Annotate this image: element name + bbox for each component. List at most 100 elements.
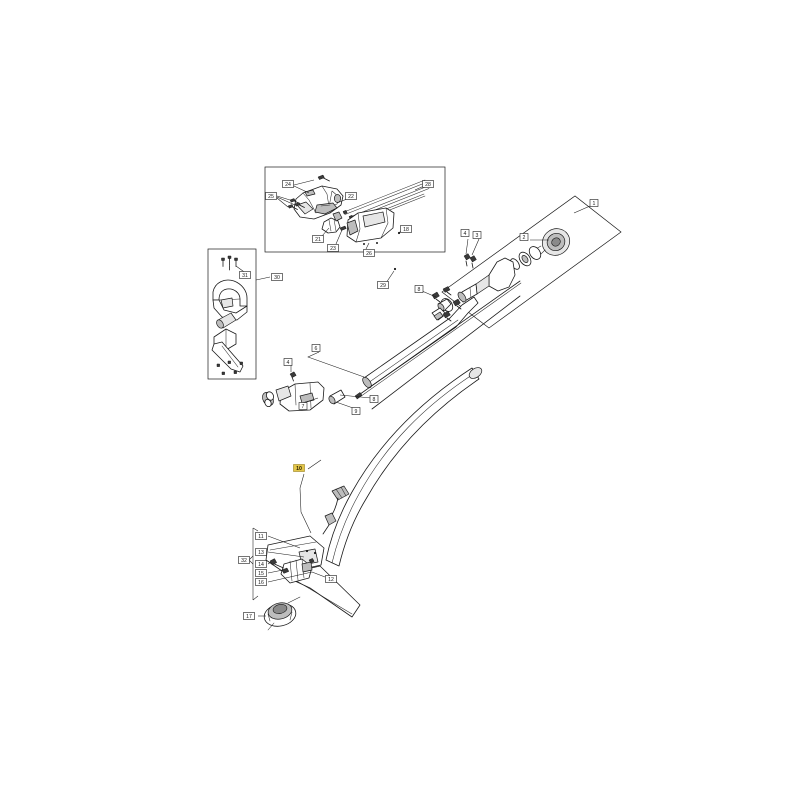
callout-18[interactable]: 18 [400, 225, 412, 233]
callout-box[interactable] [255, 560, 267, 568]
callout-box[interactable] [293, 464, 305, 472]
callout-number: 2 [523, 235, 526, 241]
trimmer-head [258, 596, 301, 631]
callout-box[interactable] [283, 358, 293, 366]
callout-box[interactable] [312, 235, 324, 243]
callout-number: 11 [258, 534, 263, 540]
callout-11[interactable]: 11 [255, 532, 267, 540]
callout-box[interactable] [345, 192, 357, 200]
callout-box[interactable] [422, 180, 434, 188]
callout-box[interactable] [255, 578, 267, 586]
callout-box[interactable] [239, 271, 251, 279]
callout-4[interactable]: 4 [460, 229, 470, 237]
callout-number: 6 [315, 346, 318, 352]
callout-23[interactable]: 23 [327, 244, 339, 252]
hardware-c [308, 558, 315, 564]
callout-number: 9 [355, 409, 358, 415]
handle-fastener-dots [216, 360, 243, 375]
callout-number: 32 [241, 558, 247, 564]
callout-box[interactable] [369, 395, 379, 403]
callout-number: 21 [315, 237, 321, 243]
bell-housing [457, 257, 516, 303]
callout-box[interactable] [400, 225, 412, 233]
upper-drive-shaft-assembly [262, 267, 522, 412]
callout-box[interactable] [325, 575, 337, 583]
callout-22[interactable]: 22 [345, 192, 357, 200]
callout-30[interactable]: 30 [271, 273, 283, 281]
callout-box[interactable] [460, 229, 470, 237]
curved-shaft-top-end [468, 367, 483, 379]
callout-16[interactable]: 16 [255, 578, 267, 586]
callout-7[interactable]: 7 [298, 402, 308, 410]
callout-3[interactable]: 3 [472, 231, 482, 239]
cable-ferrule [324, 512, 337, 526]
callout-number: 30 [274, 275, 280, 281]
callout-number: 8 [418, 287, 421, 293]
screws-25 [287, 198, 305, 210]
screw-4-coupler [289, 371, 297, 382]
nut-15 [281, 567, 290, 574]
callout-box[interactable] [271, 273, 283, 281]
callout-box[interactable] [255, 532, 267, 540]
callout-26[interactable]: 26 [363, 249, 375, 257]
clamp-block-12 [280, 558, 313, 584]
callout-box[interactable] [265, 192, 277, 200]
callout-32[interactable]: 32 [238, 556, 250, 564]
part-9-sleeve [328, 389, 346, 405]
cutting-head-bracket-assembly [248, 527, 361, 618]
callout-box[interactable] [298, 402, 308, 410]
ring-a [528, 246, 542, 260]
callout-number: 22 [348, 194, 354, 200]
callout-box[interactable] [351, 407, 361, 415]
callout-box[interactable] [327, 244, 339, 252]
callout-8[interactable]: 8 [369, 395, 379, 403]
callout-12[interactable]: 12 [325, 575, 337, 583]
callout-box[interactable] [472, 231, 482, 239]
callout-8[interactable]: 8 [414, 285, 424, 293]
callout-box[interactable] [255, 569, 267, 577]
callout-29[interactable]: 29 [377, 281, 389, 289]
callout-25[interactable]: 25 [265, 192, 277, 200]
callout-number: 10 [296, 466, 302, 472]
callout-2[interactable]: 2 [519, 233, 529, 241]
callout-box[interactable] [377, 281, 389, 289]
throttle-control-detail-box [264, 166, 446, 253]
callout-box[interactable] [363, 249, 375, 257]
callout-15[interactable]: 15 [255, 569, 267, 577]
callout-number: 4 [287, 360, 290, 366]
handle-grip-tube [216, 312, 237, 329]
callout-box[interactable] [255, 548, 267, 556]
callout-24[interactable]: 24 [282, 180, 294, 188]
callout-number: 16 [258, 580, 264, 586]
callout-6[interactable]: 6 [311, 344, 321, 352]
callout-box[interactable] [589, 199, 599, 207]
callout-4[interactable]: 4 [283, 358, 293, 366]
callout-28[interactable]: 28 [422, 180, 434, 188]
callout-9[interactable]: 9 [351, 407, 361, 415]
callout-17[interactable]: 17 [243, 612, 255, 620]
second-shaft-rod [371, 295, 521, 410]
callout-number: 18 [403, 227, 409, 233]
callout-box[interactable] [238, 556, 250, 564]
callout-31[interactable]: 31 [239, 271, 251, 279]
callout-box[interactable] [243, 612, 255, 620]
engine-clutch-detail-box [431, 195, 622, 329]
bolt-14 [269, 558, 284, 569]
callout-box[interactable] [282, 180, 294, 188]
bolt-top [317, 174, 330, 182]
callout-10[interactable]: 10 [293, 464, 305, 472]
part-23-pin [339, 225, 347, 231]
callout-21[interactable]: 21 [312, 235, 324, 243]
callout-1[interactable]: 1 [589, 199, 599, 207]
callout-13[interactable]: 13 [255, 548, 267, 556]
curved-shaft-body [325, 367, 480, 567]
callout-number: 23 [330, 246, 336, 252]
callout-box[interactable] [519, 233, 529, 241]
callout-box[interactable] [414, 285, 424, 293]
ring-b-bore [521, 255, 529, 263]
callout-14[interactable]: 14 [255, 560, 267, 568]
hardware-dot-b [313, 551, 317, 555]
callout-box[interactable] [311, 344, 321, 352]
shaft-coupler-7 [262, 381, 325, 412]
